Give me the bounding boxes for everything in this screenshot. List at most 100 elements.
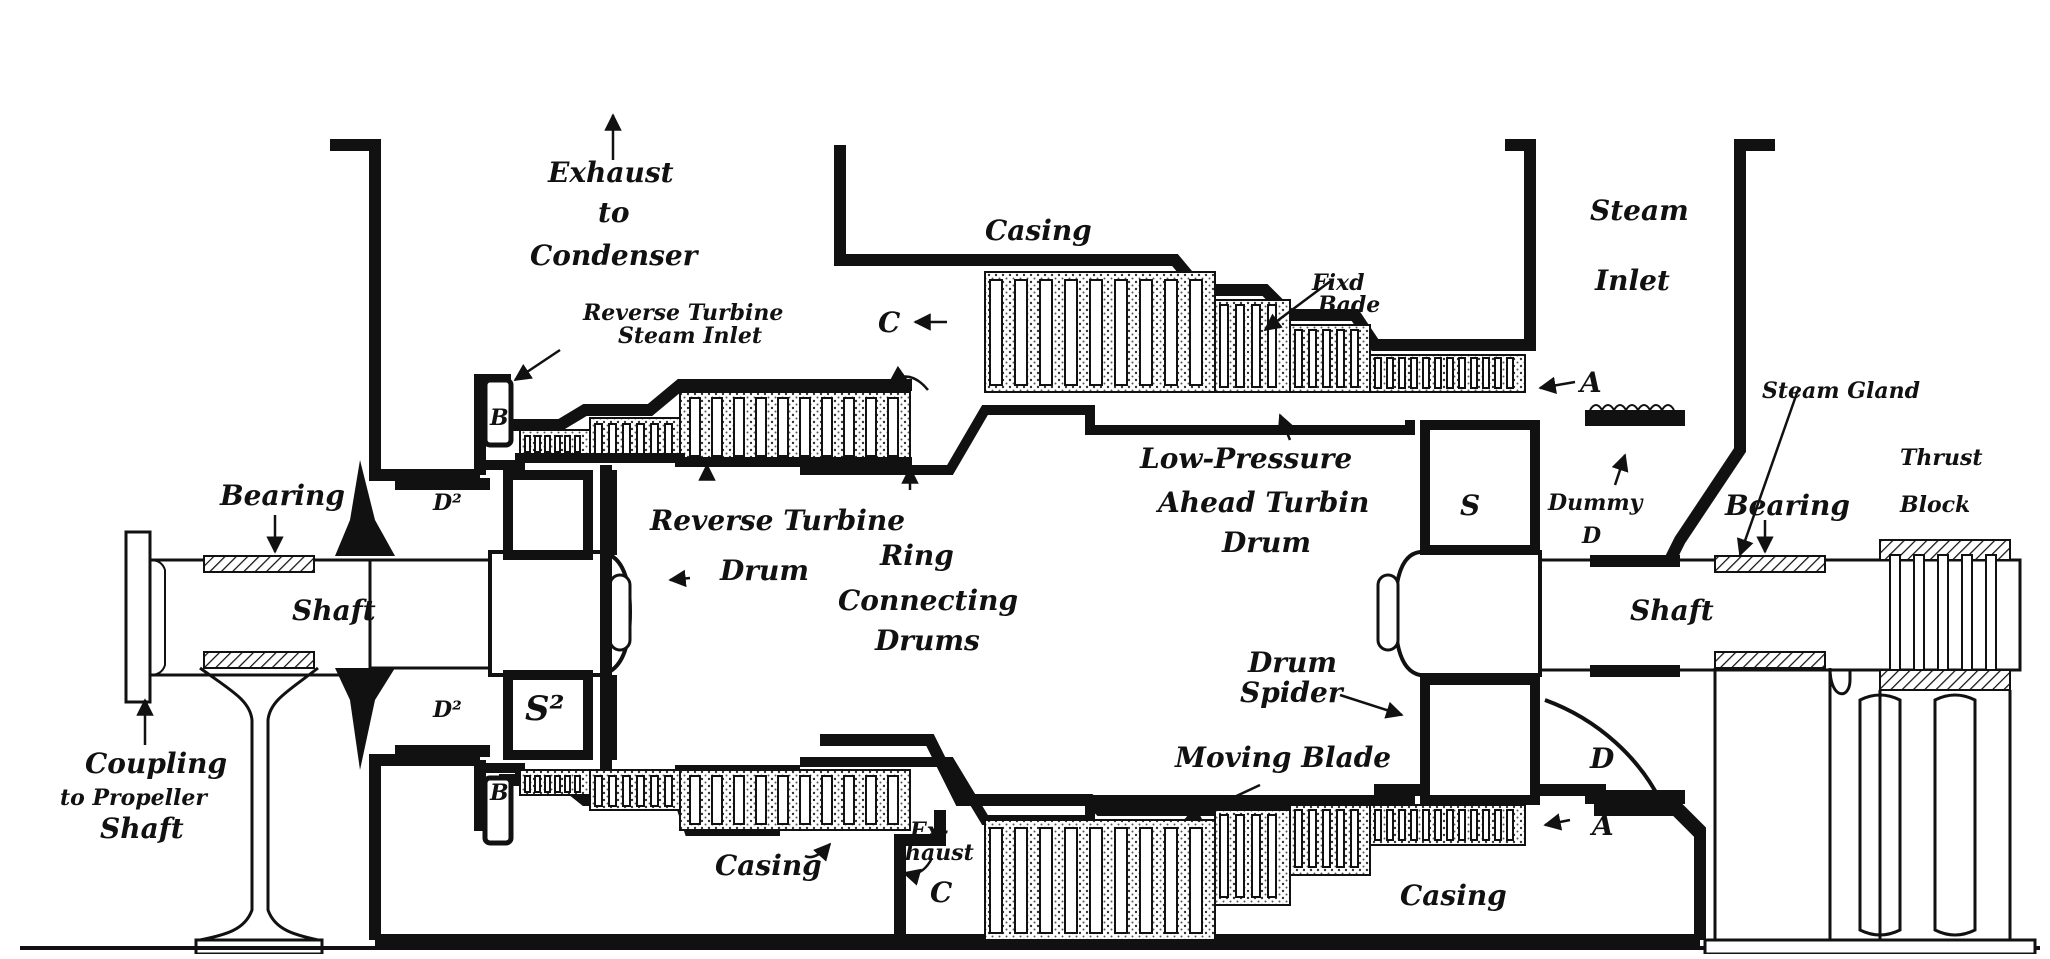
blade-slot: [1139, 827, 1153, 934]
blade-slot: [821, 397, 833, 457]
blade-slot: [1139, 279, 1153, 386]
blade-slot: [1913, 554, 1925, 671]
blade-slot: [622, 423, 631, 455]
blade-slot: [1410, 357, 1418, 389]
label-exhaust-1: Exhaust: [547, 156, 674, 189]
label-ring-3: Drums: [874, 624, 980, 657]
blade-slot: [865, 397, 877, 457]
label-drum-spider-1: Drum: [1247, 646, 1337, 679]
label-ring-2: Connecting: [838, 584, 1018, 617]
blade-slot: [1434, 809, 1442, 841]
drum-spider-left: [503, 470, 593, 760]
label-exhaust-3: Condenser: [530, 239, 700, 272]
label-shaft-left: Shaft: [292, 594, 376, 627]
dummy-piston-left: [395, 472, 490, 763]
blade-slot: [1308, 329, 1317, 388]
reverse-steam-inlet-bottom: [482, 775, 514, 846]
blade-slot: [636, 423, 645, 455]
drum-end-wall-left: [600, 465, 612, 770]
label-reverse-inlet-2: Steam Inlet: [618, 323, 762, 349]
blade-slot: [1336, 329, 1345, 388]
blade-slot: [1039, 827, 1053, 934]
label-exhaust-2: to: [598, 196, 630, 229]
blade-slot: [574, 775, 581, 793]
blade-slot: [1294, 809, 1303, 868]
label-casing-bottom-left: Casing: [715, 849, 822, 882]
label-c-top: C: [878, 306, 901, 339]
label-bearing-left: Bearing: [219, 479, 345, 512]
label-coupling-2: to Propeller: [60, 785, 208, 811]
blade-slot: [1267, 814, 1277, 898]
blade-slot: [1064, 279, 1078, 386]
blade-slot: [1446, 357, 1454, 389]
blade-slot: [1114, 827, 1128, 934]
label-s2: S²: [525, 689, 564, 729]
reverse-blade-slots-bottom: [524, 775, 899, 825]
gland-upper-left: [335, 460, 395, 556]
label-a-top: A: [1577, 366, 1602, 399]
blade-slot: [1189, 279, 1203, 386]
blade-slot: [1386, 809, 1394, 841]
ahead-blade-slots-bottom: [989, 809, 1514, 934]
blade-slot: [843, 775, 855, 825]
label-reverse-inlet-1: Reverse Turbine: [582, 300, 783, 326]
blade-slot: [1064, 827, 1078, 934]
blade-slot: [799, 397, 811, 457]
label-thrust-2: Block: [1899, 492, 1970, 518]
label-bearing-right: Bearing: [1724, 489, 1850, 522]
label-s-upper: S: [1460, 489, 1480, 522]
blade-slot: [1422, 357, 1430, 389]
label-dummy-2: D: [1581, 523, 1601, 549]
label-b-top: B: [489, 405, 509, 431]
coupling-flange: [124, 530, 166, 704]
label-ring-1: Ring: [879, 539, 954, 572]
blade-slot: [574, 435, 581, 453]
blade-slot: [544, 435, 551, 453]
blade-slot: [1506, 357, 1514, 389]
blade-slot: [1322, 329, 1331, 388]
blade-slot: [1189, 827, 1203, 934]
blade-slot: [1114, 279, 1128, 386]
blade-slot: [664, 423, 673, 455]
blade-slot: [1494, 357, 1502, 389]
blade-slot: [524, 775, 531, 793]
blade-slot: [1458, 357, 1466, 389]
blade-slot: [594, 775, 603, 807]
blade-slot: [1482, 809, 1490, 841]
blade-slot: [755, 775, 767, 825]
blade-slot: [608, 775, 617, 807]
blade-slot: [1446, 809, 1454, 841]
label-b-bottom: B: [489, 780, 509, 806]
blade-slot: [1985, 554, 1997, 671]
label-d-bottom: D: [1589, 742, 1615, 775]
blade-slot: [1494, 809, 1502, 841]
drum-hub-right: [1376, 550, 1542, 677]
label-a-bottom: A: [1589, 809, 1614, 842]
blade-slot: [711, 397, 723, 457]
label-dummy-1: Dummy: [1547, 490, 1645, 516]
blade-slot: [777, 775, 789, 825]
gland-lower-left: [335, 668, 395, 770]
label-fixed-blade-1: Fixd: [1311, 270, 1364, 296]
label-d2-top: D²: [432, 490, 462, 516]
blade-slot: [887, 397, 899, 457]
blade-slot: [1336, 809, 1345, 868]
blade-slot: [544, 775, 551, 793]
blade-slot: [622, 775, 631, 807]
blade-slot: [534, 775, 541, 793]
blade-slot: [594, 423, 603, 455]
blade-slot: [1235, 814, 1245, 898]
blade-slot: [1294, 329, 1303, 388]
blade-slot: [1506, 809, 1514, 841]
blade-slot: [1470, 809, 1478, 841]
label-coupling-3: Shaft: [100, 812, 184, 845]
blade-slot: [733, 775, 745, 825]
blade-slot: [1482, 357, 1490, 389]
label-steam-gland: Steam Gland: [1762, 378, 1920, 404]
bearing-left: [194, 555, 324, 956]
blade-slot: [1422, 809, 1430, 841]
blade-slot: [711, 775, 723, 825]
blade-slot: [1267, 304, 1277, 388]
blade-slot: [1039, 279, 1053, 386]
